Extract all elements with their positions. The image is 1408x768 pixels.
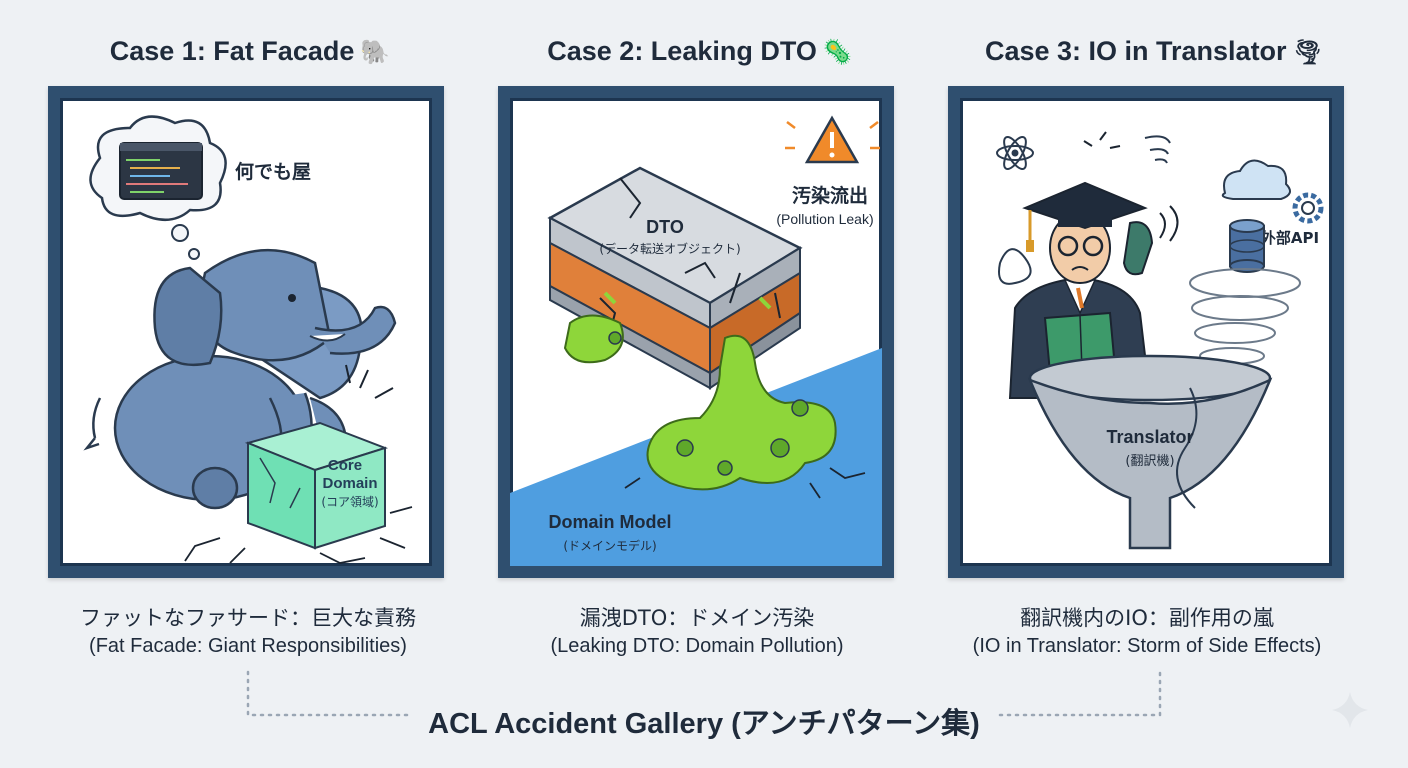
external-api-label: 外部API (1260, 229, 1319, 247)
domain-sub-label: (ドメインモデル) (563, 538, 656, 553)
case-1-caption: ファットなファサード：巨大な責務 (Fat Facade: Giant Resp… (33, 604, 463, 660)
storm-swirl (1189, 268, 1301, 365)
elephant-icon: 🐘 (360, 38, 391, 66)
case-1-title: Case 1: Fat Facade🐘 (109, 36, 391, 66)
atom-icon (996, 136, 1034, 170)
warning-label-en: (Pollution Leak) (776, 211, 873, 227)
tornado-icon: 🌪 (1292, 38, 1324, 66)
case-2-panel: 汚染流出 (Pollution Leak) DTO (データ転送オブジェクト) (498, 86, 894, 578)
case-3-title: Case 3: IO in Translator🌪 (984, 36, 1324, 66)
thought-label: 何でも屋 (235, 160, 311, 183)
dto-slab (547, 166, 803, 390)
fat-facade-illustration: 何でも屋 Core Domain (コア領域) (83, 115, 413, 564)
database-icon (1229, 219, 1265, 273)
io-translator-illustration: 外部API (996, 131, 1324, 550)
microbe-icon: 🦠 (822, 38, 853, 66)
case-2-caption-jp: 漏洩DTO：ドメイン汚染 (579, 606, 815, 630)
core-label-3: (コア領域) (321, 494, 378, 509)
tornado-icon (1144, 135, 1171, 164)
dto-label: DTO (646, 217, 684, 237)
core-label-1: Core (328, 457, 362, 474)
case-2-caption-en: (Leaking DTO: Domain Pollution) (550, 635, 844, 657)
case-3-caption-jp: 翻訳機内のIO：副作用の嵐 (1020, 606, 1274, 630)
gear-icon (1292, 192, 1324, 224)
atom-icon (998, 248, 1032, 285)
slime-puddle (563, 314, 866, 499)
domain-label: Domain Model (548, 512, 671, 532)
case-3-caption-en: (IO in Translator: Storm of Side Effects… (972, 635, 1322, 657)
thought-cloud (89, 115, 227, 260)
translator-label: Translator (1106, 427, 1193, 447)
case-1-panel: 何でも屋 Core Domain (コア領域) (48, 86, 444, 578)
case-3-caption: 翻訳機内のIO：副作用の嵐 (IO in Translator: Storm o… (932, 604, 1362, 660)
warning-icon (785, 115, 880, 164)
translator-sub-label: (翻訳機) (1125, 454, 1174, 469)
case-1-caption-jp: ファットなファサード：巨大な責務 (80, 606, 416, 630)
dto-sub-label: (データ転送オブジェクト) (599, 241, 740, 256)
leaking-dto-illustration: 汚染流出 (Pollution Leak) DTO (データ転送オブジェクト) (510, 115, 882, 566)
core-domain-box (184, 364, 413, 564)
case-3-panel: 外部API (948, 86, 1344, 578)
translator-funnel (1027, 354, 1273, 550)
warning-label-jp: 汚染流出 (792, 184, 868, 207)
burst-icon (1083, 131, 1121, 149)
case-1-caption-en: (Fat Facade: Giant Responsibilities) (89, 635, 407, 657)
case-2-title: Case 2: Leaking DTO🦠 (547, 36, 853, 66)
cloud-icon (1221, 159, 1291, 200)
gallery-title: ACL Accident Gallery (アンチパターン集) (428, 708, 980, 740)
sparkle-icon (1332, 692, 1368, 728)
core-label-2: Domain (322, 475, 377, 492)
case-2-caption: 漏洩DTO：ドメイン汚染 (Leaking DTO: Domain Pollut… (482, 604, 912, 660)
